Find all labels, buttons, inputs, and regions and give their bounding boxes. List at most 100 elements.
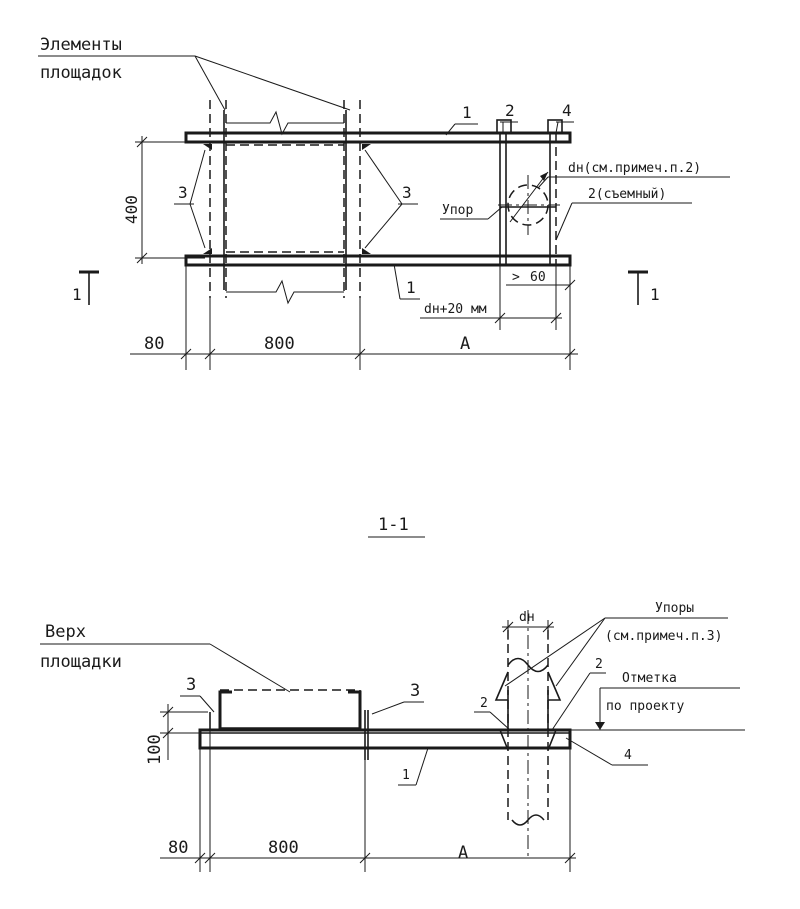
- stop-bracket-top-right: [547, 119, 563, 134]
- section-leader-4: [565, 737, 613, 766]
- section-dim-dn-tick-left: [502, 621, 514, 633]
- mark-1-bottom: 1: [406, 278, 416, 297]
- section-leader-3-right: [371, 701, 405, 715]
- section-leader-2-right: [551, 672, 591, 731]
- weld-right-bottom: [362, 248, 371, 254]
- pipe-dn-leader: [509, 171, 549, 223]
- section-dim-chain-tick-2: [204, 852, 216, 864]
- leader-stops-right: [555, 617, 606, 687]
- label-elements-line1: Элементы: [40, 35, 122, 55]
- leader-3-left-down: [189, 203, 206, 249]
- leader-1-bottom: [393, 263, 401, 300]
- dim-dn20-tick-right: [550, 312, 562, 324]
- weld-left-bottom: [203, 248, 212, 254]
- note-removable: 2(съемный): [588, 187, 666, 202]
- weld-left-top: [203, 144, 212, 150]
- dim-dn20-tick-left: [494, 312, 506, 324]
- section-dim-800-label: 800: [268, 838, 299, 858]
- top-beam: [184, 131, 572, 144]
- section-leader-3-left: [199, 695, 215, 713]
- section-channel-right: [348, 690, 362, 730]
- dim-chain-tick-2: [204, 348, 216, 360]
- label-level-line2: по проекту: [606, 699, 684, 714]
- leader-elements-left: [194, 55, 226, 111]
- leader-removable: [555, 202, 573, 241]
- dim-A-label: A: [460, 334, 470, 354]
- leader-3-left-up: [189, 149, 206, 205]
- plan-view: Элементы площадок 3 3: [38, 35, 730, 370]
- section-channel-left: [218, 690, 232, 730]
- leader-top: [209, 643, 291, 693]
- pipe-stop-right: [547, 671, 562, 701]
- weld-right-top: [362, 144, 371, 150]
- dim-60-tick: [564, 279, 576, 291]
- section-title: 1-1: [378, 515, 409, 535]
- mark-2: 2: [505, 101, 515, 120]
- label-elements-line2: площадок: [40, 63, 122, 83]
- dim-60-chevron: >: [512, 270, 520, 285]
- dim-800-label: 800: [264, 334, 295, 354]
- leader-stop: [487, 206, 503, 220]
- label-top-line1: Верх: [45, 622, 86, 642]
- leader-stops-left: [504, 617, 606, 687]
- section-dim-chain-tick-3: [359, 852, 371, 864]
- leader-3-right-down: [364, 203, 403, 249]
- dim-chain-tick-3: [354, 348, 366, 360]
- level-arrow: [595, 722, 605, 730]
- section-dim-100-tick-top: [162, 706, 174, 718]
- label-stops-line1: Упоры: [655, 601, 694, 616]
- leader-elements-right: [194, 55, 351, 111]
- pipe-break-top: [507, 657, 549, 673]
- dim-400-tick-bottom: [136, 252, 148, 264]
- dim-80-label: 80: [144, 334, 164, 354]
- section-leader-2-left: [489, 711, 511, 731]
- mark-4: 4: [562, 101, 572, 120]
- section-dim-A-label: A: [458, 843, 468, 863]
- section-mark-2-left: 2: [480, 696, 488, 711]
- section-mark-1: 1: [402, 768, 410, 783]
- dim-chain-tick-1: [180, 348, 192, 360]
- mark-3-right: 3: [402, 183, 412, 202]
- mark-3-left: 3: [178, 183, 188, 202]
- section-dim-80-label: 80: [168, 838, 188, 858]
- mark-1-top: 1: [462, 103, 472, 122]
- label-level-line1: Отметка: [622, 671, 677, 686]
- section-marker-right-label: 1: [650, 285, 660, 304]
- section-mark-3-right: 3: [410, 681, 420, 701]
- section-dim-100-tick-bottom: [162, 727, 174, 739]
- bottom-beam: [184, 254, 572, 267]
- leader-3-right-up: [364, 149, 403, 205]
- label-top-line2: площадки: [40, 652, 122, 672]
- break-line-bottom: [226, 279, 344, 305]
- pipe-break-bottom: [511, 814, 545, 826]
- dim-chain-tick-4: [564, 348, 576, 360]
- note-dn: dн(см.примеч.п.2): [568, 161, 701, 176]
- pipe-dn-arrow: [540, 172, 548, 181]
- dim-400-tick-top: [136, 136, 148, 148]
- section-platform-dashed: [219, 689, 361, 731]
- leader-note-dn: [537, 176, 549, 189]
- label-stop: Упор: [442, 203, 473, 218]
- section-view: 1-1 Верх площадки 3 3: [40, 515, 745, 872]
- section-dim-chain-tick-4: [564, 852, 576, 864]
- pipe-weld-left: [499, 729, 509, 751]
- dim-dn20-label: dн+20 мм: [424, 302, 487, 317]
- section-dim-dn-label: dн: [519, 610, 535, 625]
- section-mark-2-right: 2: [595, 657, 603, 672]
- dim-400-label: 400: [122, 195, 141, 224]
- section-dim-dn-tick-right: [542, 621, 554, 633]
- section-dim-chain-tick-1: [194, 852, 206, 864]
- section-mark-4: 4: [624, 748, 632, 763]
- dim-60-label: 60: [530, 270, 546, 285]
- section-main-beam: [198, 728, 572, 750]
- break-line-top: [226, 110, 344, 136]
- section-mark-3-left: 3: [186, 675, 196, 695]
- leader-4: [555, 121, 559, 134]
- pipe-stop-left: [494, 671, 509, 701]
- section-leader-1: [415, 747, 429, 786]
- pipe-weld-right: [547, 729, 557, 751]
- section-marker-left-label: 1: [72, 285, 82, 304]
- section-dim-100-label: 100: [145, 734, 165, 765]
- stop-bracket-top: [496, 119, 512, 134]
